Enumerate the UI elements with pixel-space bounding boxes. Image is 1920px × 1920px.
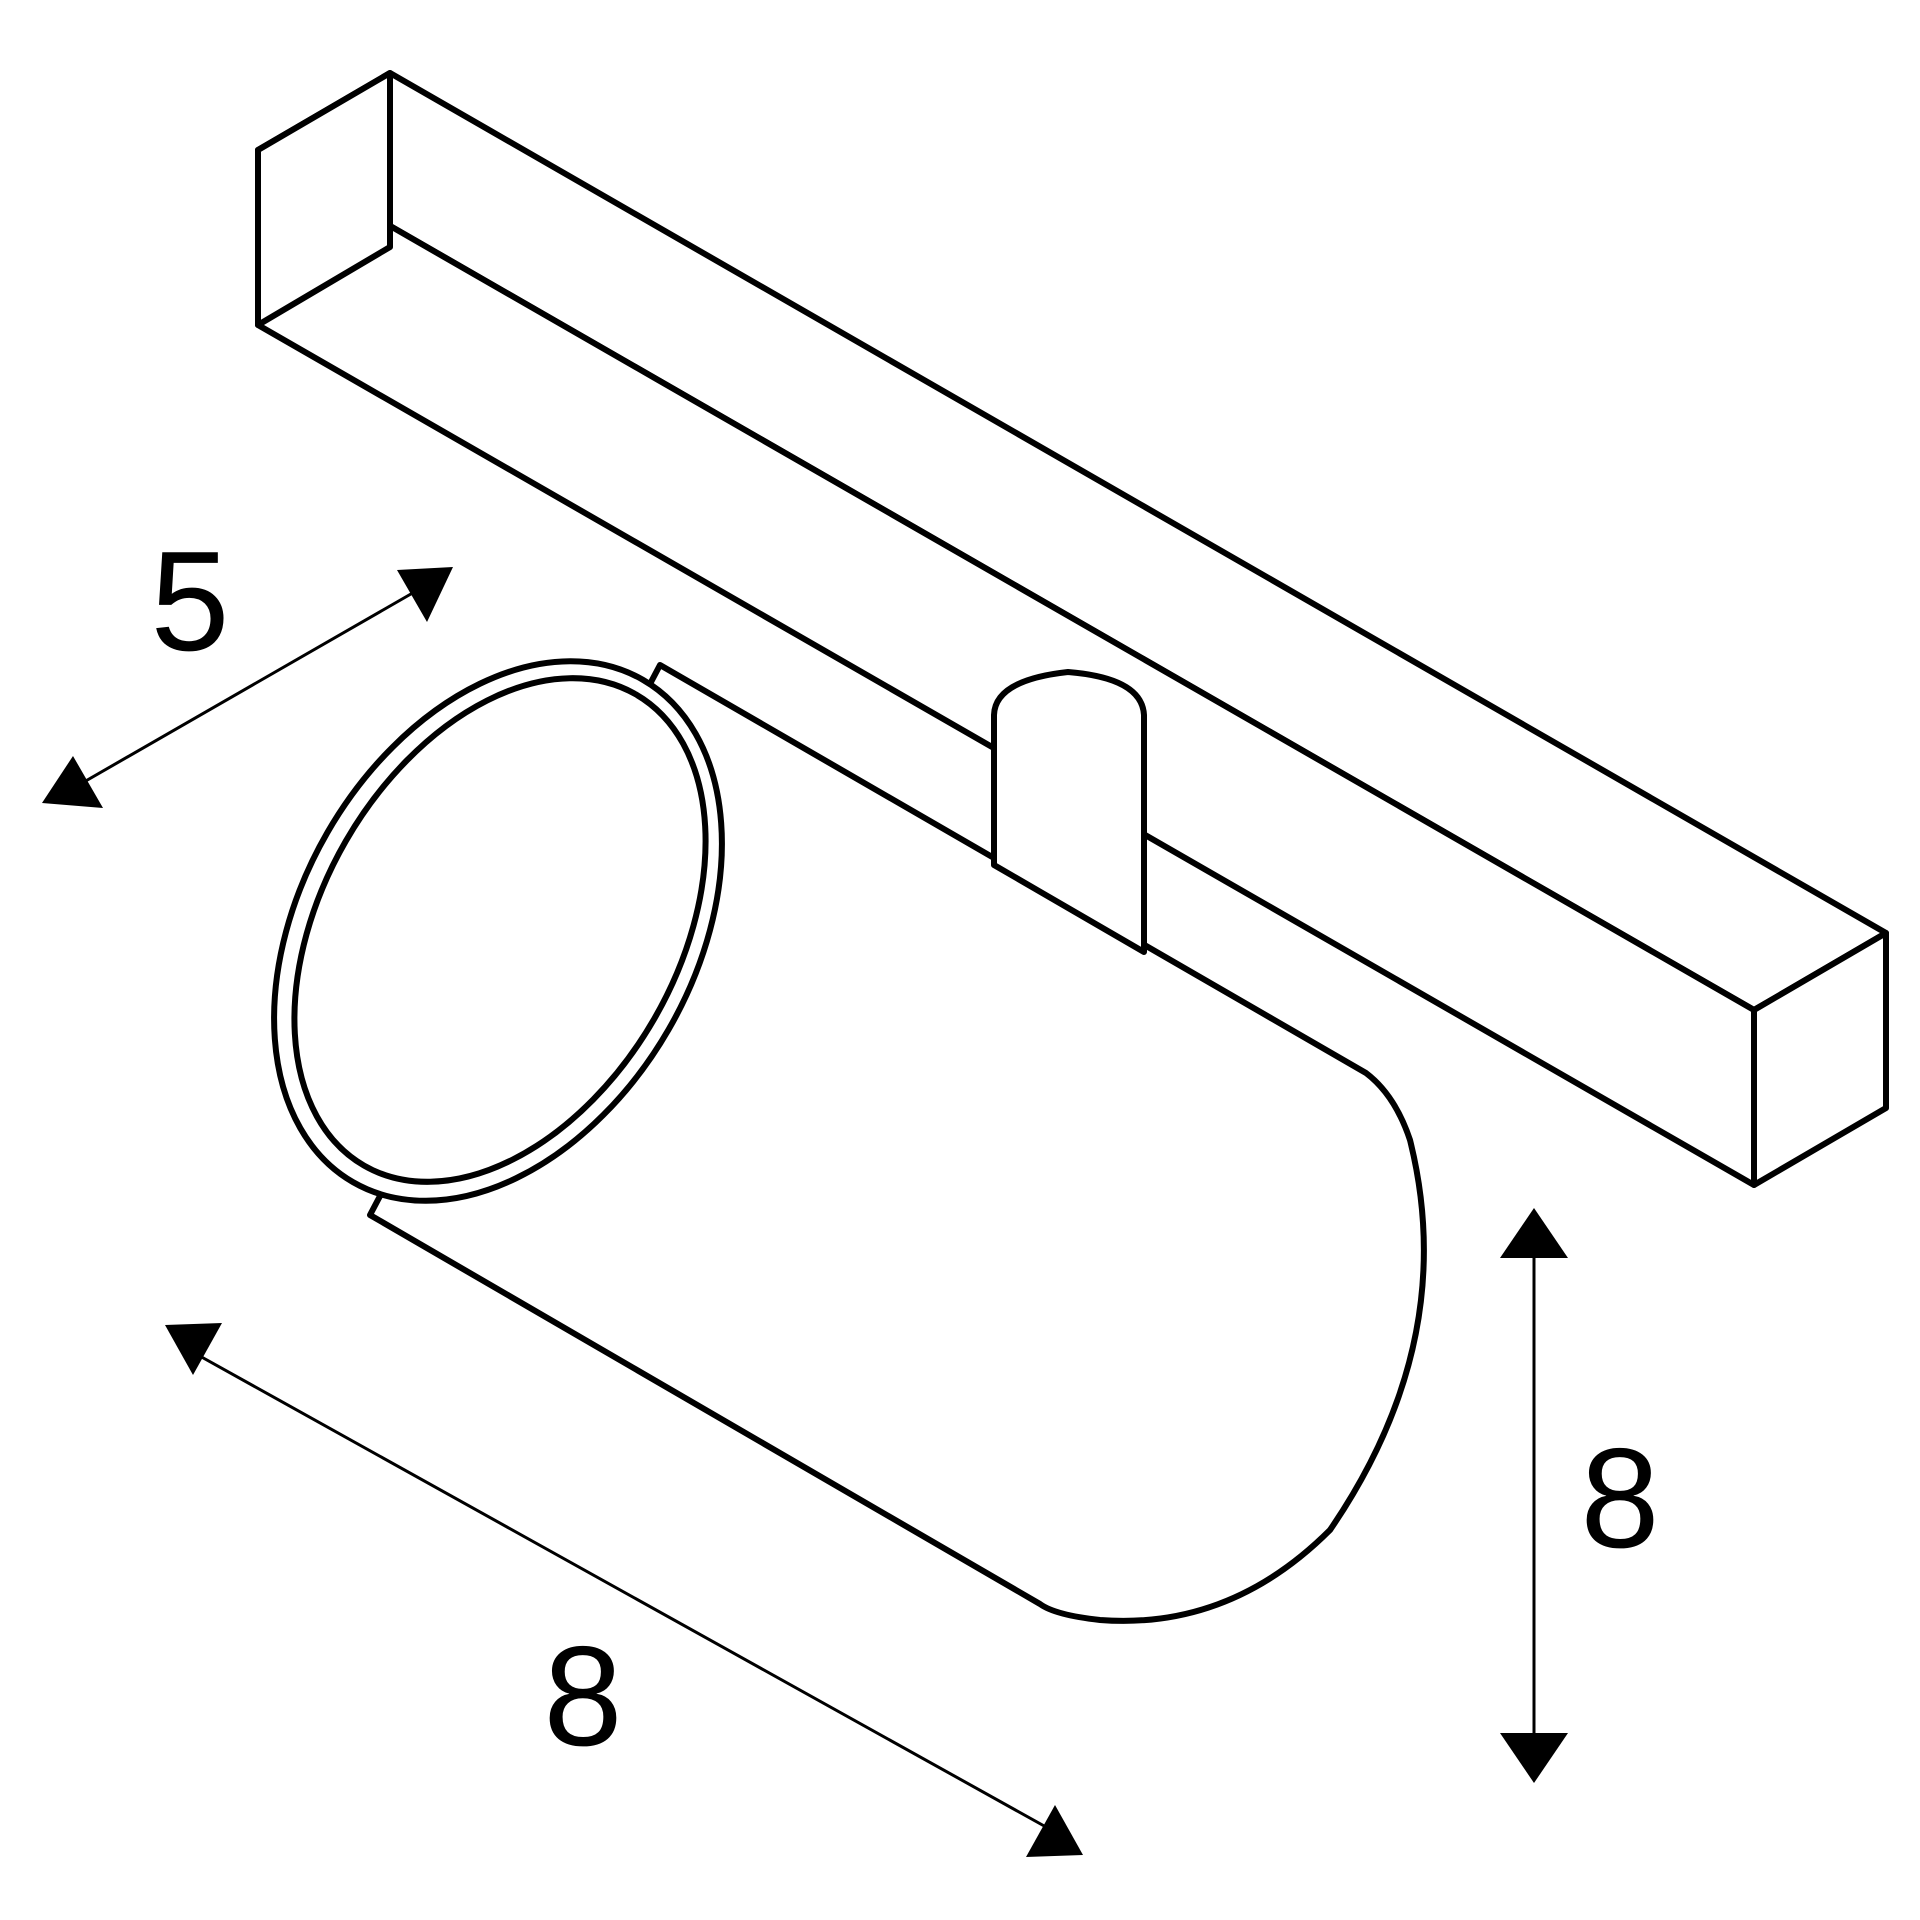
track-rail [255,70,1889,1188]
dimension-length-line [179,1343,1056,1834]
dimension-depth-label: 5 [151,522,230,681]
track-adapter [991,669,1147,955]
dimension-height: 8 [1500,1208,1659,1783]
dimension-depth-arrow-end-icon [397,567,453,622]
dimension-length-arrow-start-icon [165,1323,222,1375]
dimension-height-arrow-end-icon [1500,1733,1568,1783]
track-rail-end-face [255,70,393,328]
dimension-depth-arrow-start-icon [42,756,103,808]
dimension-depth: 5 [42,522,453,808]
track-rail-far-end-face [1751,930,1889,1188]
spotlight-front-rim [271,658,725,1204]
spotlight-head [271,658,1427,1624]
dimension-height-arrow-start-icon [1500,1208,1568,1258]
dimension-length-label: 8 [544,1617,623,1776]
spotlight-inner-rim [291,675,709,1185]
track-adapter-stem [991,669,1147,955]
dimension-length: 8 [165,1323,1083,1857]
dimension-depth-line [69,581,431,792]
dimension-length-arrow-end-icon [1026,1805,1083,1857]
dimension-height-label: 8 [1581,1419,1660,1578]
